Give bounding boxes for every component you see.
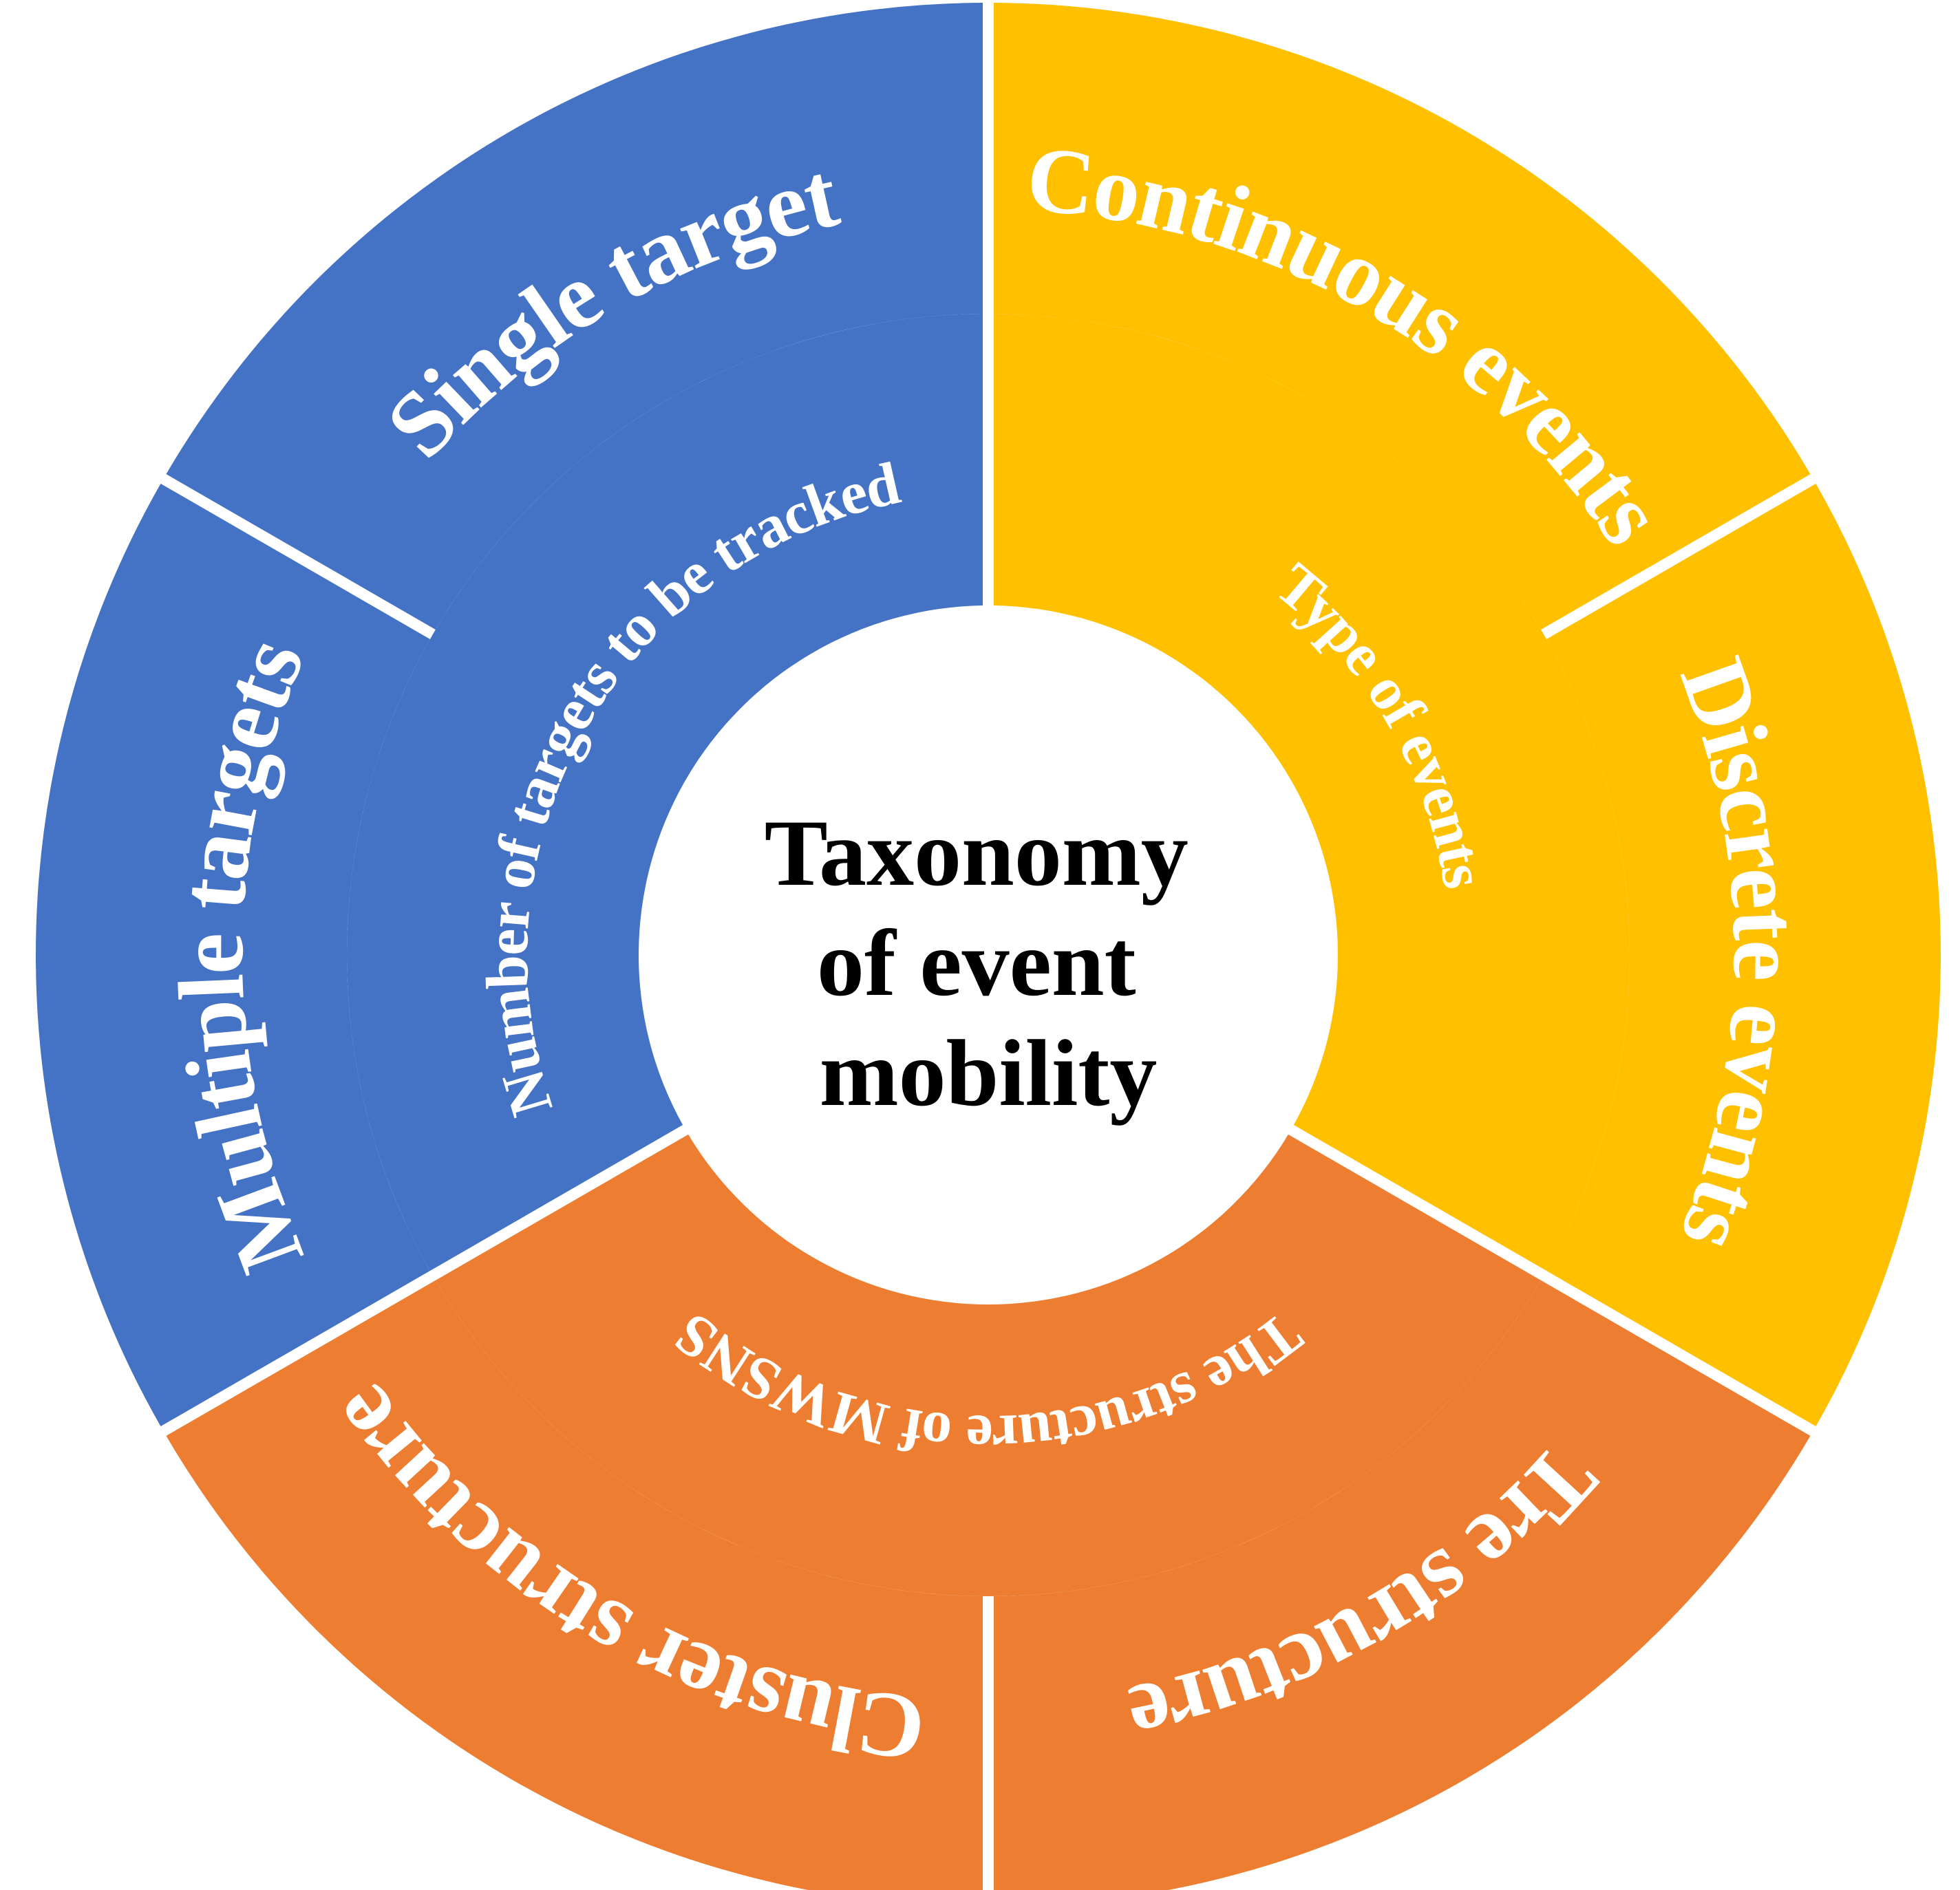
outer-segment-continuous-events [994, 3, 1811, 630]
center-title-line-3: mobility [820, 1020, 1158, 1126]
outer-segment-single-target [166, 3, 983, 630]
center-title-line-2: of event [817, 910, 1136, 1016]
center-title: Taxonomy of event mobility [765, 800, 1213, 1126]
inner-segment-type-of-events [994, 314, 1630, 1271]
outer-segment-discrete-events [1546, 483, 1941, 1427]
center-title-line-1: Taxonomy [765, 800, 1189, 905]
inner-segment-structure-of-mwsns [435, 1134, 1542, 1597]
inner-segment-number-of-targets [346, 314, 983, 1271]
outer-segment-tre-structure [994, 1280, 1811, 1890]
outer-segment-cluster-structure [166, 1280, 983, 1890]
outer-segment-multiple-targets [35, 483, 430, 1427]
center-disc [644, 611, 1332, 1299]
